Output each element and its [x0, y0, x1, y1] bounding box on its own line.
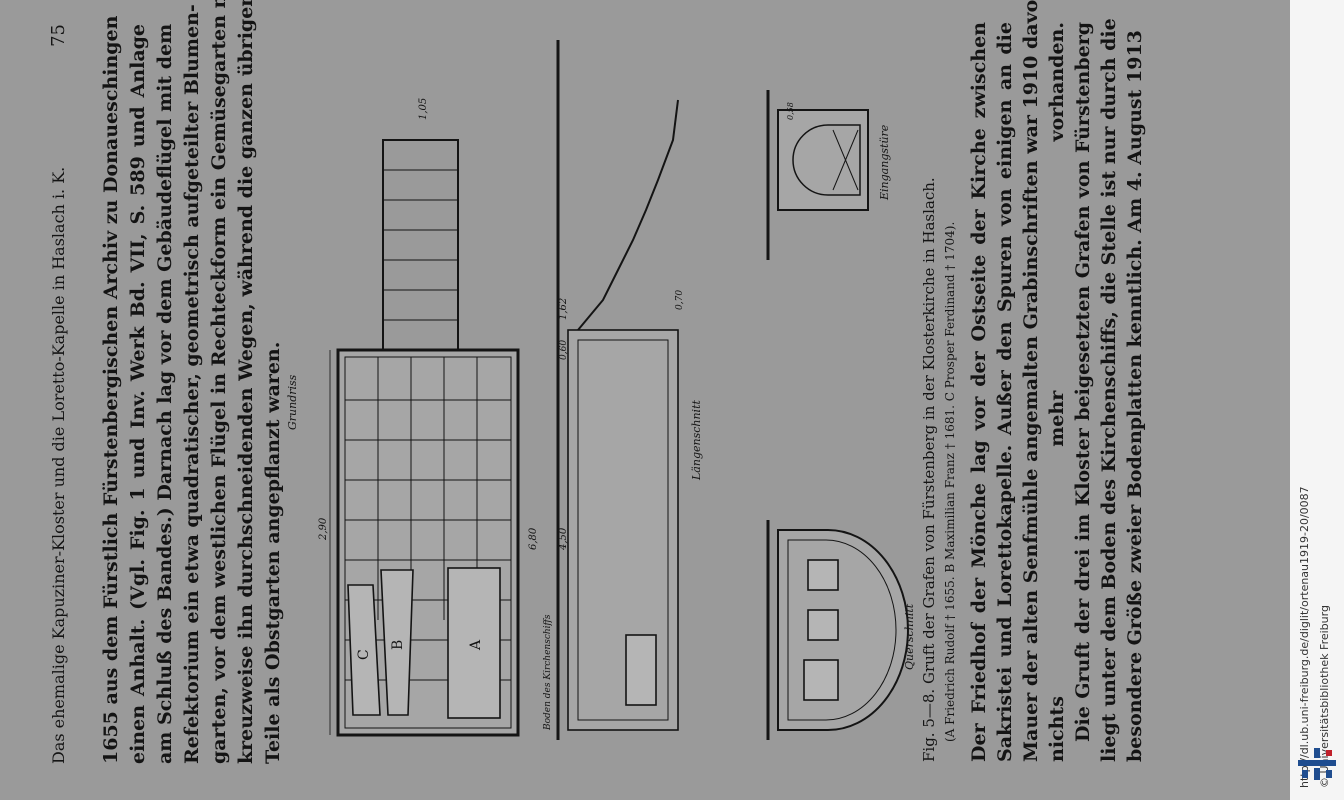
- figure-caption: Fig. 5—8. Gruft der Grafen von Fürstenbe…: [918, 22, 960, 762]
- section-coffin: [625, 634, 657, 706]
- plan-view: A B C 1,05 2,90 6,80 Grundriss: [286, 98, 539, 737]
- crypt-drawing: A B C 1,05 2,90 6,80 Grundriss: [286, 40, 916, 740]
- dim-b: 0,70: [675, 290, 685, 310]
- library-sidebar: http://dl.ub.uni-freiburg.de/diglit/orte…: [1290, 0, 1344, 800]
- text-line: liegt unter dem Boden des Kirchenschiffs…: [1098, 18, 1120, 762]
- cross-coffin-b: [807, 609, 839, 641]
- library-logo-icon: [1298, 748, 1336, 780]
- entrance-door: 0,58 Eingangstüre: [766, 90, 891, 260]
- source-url[interactable]: http://dl.ub.uni-freiburg.de/diglit/orte…: [1298, 486, 1311, 788]
- dim-inner: 4,50: [558, 527, 569, 551]
- section-stairs: [577, 99, 679, 331]
- text-line: Der Friedhof der Mönche lag vor der Osts…: [968, 22, 990, 762]
- text-line: nichts mehr vorhanden.: [1046, 22, 1068, 762]
- caption-sub: (A Friedrich Rudolf † 1655. B Maximilian…: [943, 221, 957, 742]
- text-line: garten, vor dem westlichen Flügel in Rec…: [208, 0, 230, 764]
- dim-a: 1,62: [558, 298, 569, 320]
- text-line: 1655 aus dem Fürstlich Fürstenbergischen…: [100, 15, 122, 764]
- cross-coffin-c: [807, 559, 839, 591]
- paragraph-2: Der Friedhof der Mönche lag vor der Osts…: [966, 0, 1148, 762]
- cross-section: Querschnitt: [766, 520, 916, 740]
- dim-width: 2,90: [318, 517, 329, 541]
- caption-main: Fig. 5—8. Gruft der Grafen von Fürstenbe…: [920, 177, 938, 762]
- plan-stairs: [382, 139, 459, 351]
- text-line: Die Gruft der drei im Kloster beigesetzt…: [1072, 22, 1094, 742]
- label-grundriss: Grundriss: [286, 374, 299, 430]
- rotated-page-content: Das ehemalige Kapuziner-Kloster und die …: [40, 0, 1148, 764]
- coffin-label-b: B: [390, 640, 406, 650]
- label-eingangstuere: Eingangstüre: [878, 124, 891, 201]
- cross-coffin-a: [803, 659, 839, 701]
- label-querschnitt: Querschnitt: [903, 603, 916, 670]
- page-number: 75: [47, 24, 69, 47]
- coffin-c: [347, 584, 381, 716]
- dim-door: 0,58: [786, 102, 795, 120]
- text-line: Refektorium ein etwa quadratischer, geom…: [181, 4, 203, 764]
- coffin-label-a: A: [468, 639, 484, 651]
- text-line: Sakristei und Lorettokapelle. Außer den …: [994, 22, 1016, 762]
- header-title: Das ehemalige Kapuziner-Kloster und die …: [48, 166, 68, 764]
- text-line: am Schluß des Bandes.) Darnach lag vor d…: [154, 23, 176, 764]
- label-boden: Boden des Kirchenschiffs: [543, 614, 553, 731]
- dim-length: 6,80: [528, 527, 539, 550]
- dim-step: 1,05: [418, 98, 429, 120]
- scanned-page: Das ehemalige Kapuziner-Kloster und die …: [0, 0, 1290, 800]
- coffin-b: [380, 569, 414, 716]
- text-line: Mauer der alten Senfmühle angemalten Gra…: [1020, 0, 1042, 762]
- longitudinal-section: 4,50 1,62 0,70 0,60 Boden des Kirchensch…: [543, 40, 703, 740]
- text-line: besondere Größe zweier Bodenplatten kenn…: [1124, 30, 1146, 762]
- dim-c: 0,60: [559, 340, 569, 360]
- sidebar-rotated: http://dl.ub.uni-freiburg.de/diglit/orte…: [1290, 0, 1344, 800]
- running-header: Das ehemalige Kapuziner-Kloster und die …: [40, 24, 76, 764]
- label-laengenschnitt: Längenschnitt: [690, 400, 703, 481]
- coffin-label-c: C: [356, 649, 372, 660]
- coffin-a: [447, 567, 501, 719]
- text-line: einen Anhalt. (Vgl. Fig. 1 und Inv. Werk…: [127, 24, 149, 764]
- copyright-notice: © Universitätsbibliothek Freiburg: [1318, 605, 1331, 788]
